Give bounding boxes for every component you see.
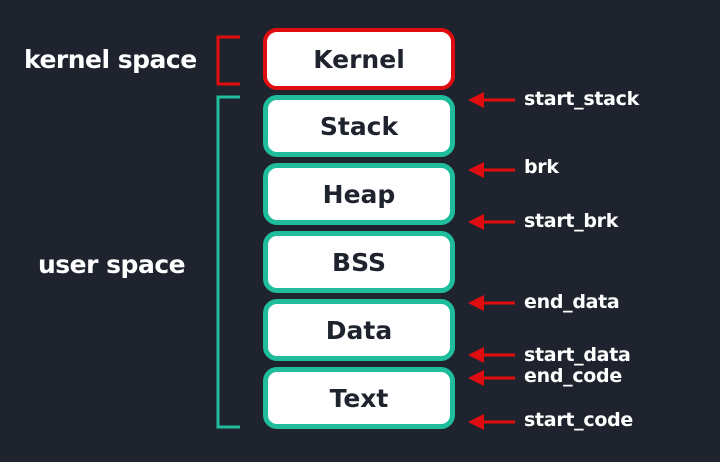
arrow-end-data: [468, 295, 515, 311]
label-brk: brk: [524, 156, 559, 178]
kernel-space-label: kernel space: [24, 45, 197, 74]
arrow-start-data: [468, 347, 515, 363]
segment-data: Data: [263, 299, 455, 361]
arrow-brk: [468, 162, 515, 178]
label-start-data: start_data: [524, 344, 631, 366]
arrow-end-code: [468, 370, 515, 386]
segment-stack: Stack: [263, 95, 455, 157]
arrow-start-stack: [468, 92, 515, 108]
arrow-start-code: [468, 414, 515, 430]
label-end-data: end_data: [524, 291, 620, 313]
label-start-brk: start_brk: [524, 210, 619, 232]
label-start-code: start_code: [524, 409, 633, 431]
user-space-label: user space: [38, 250, 186, 279]
segment-bss: BSS: [263, 231, 455, 293]
label-end-code: end_code: [524, 365, 622, 387]
label-start-stack: start_stack: [524, 88, 639, 110]
kernel-space-bracket: [216, 35, 240, 86]
segment-text: Text: [263, 367, 455, 429]
user-space-bracket: [216, 95, 240, 429]
arrow-start-brk: [468, 214, 515, 230]
segment-heap: Heap: [263, 163, 455, 225]
segment-kernel: Kernel: [263, 28, 455, 90]
